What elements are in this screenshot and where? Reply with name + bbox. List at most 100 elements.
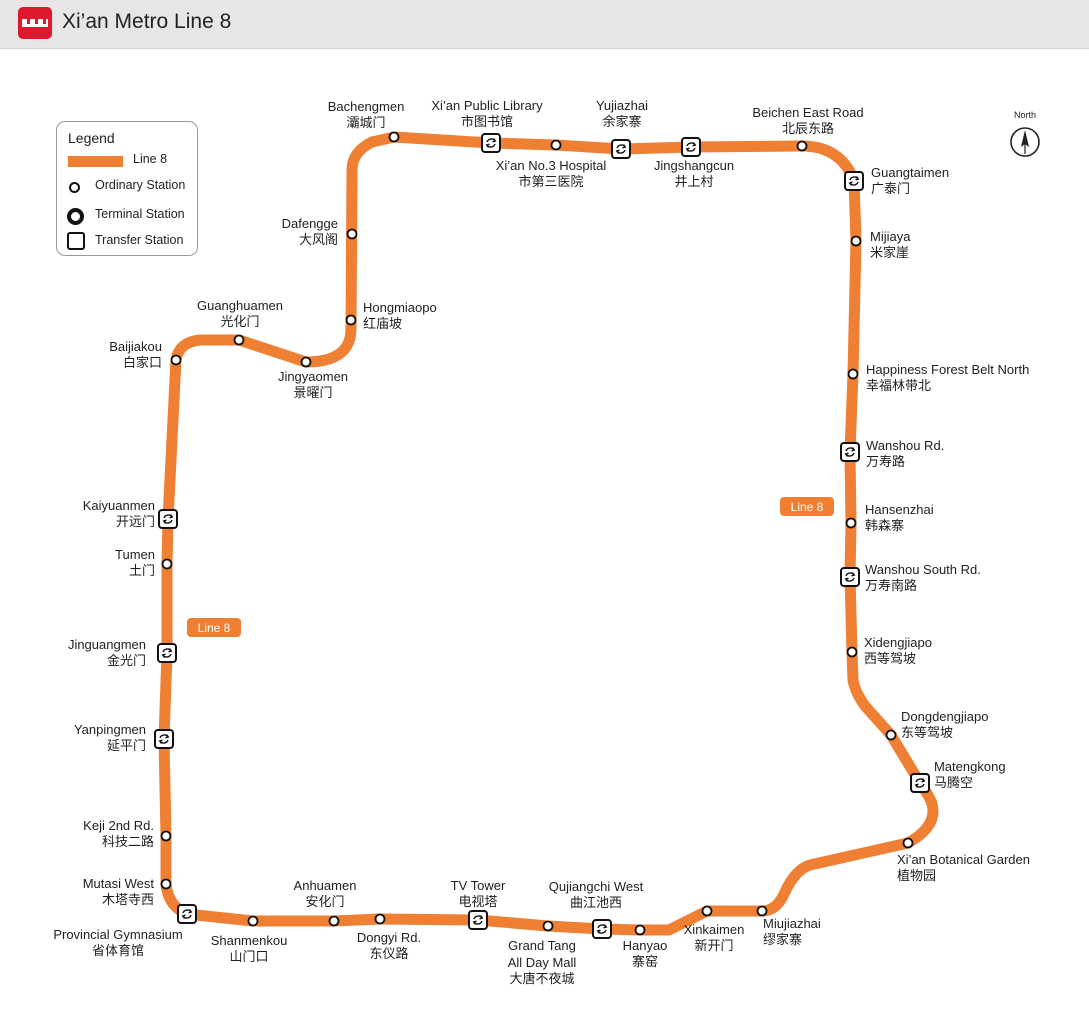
station-hansenzhai-marker[interactable]: [845, 517, 857, 529]
station-grand-tang-all-day-mall-marker[interactable]: [542, 920, 554, 932]
compass: North: [1008, 110, 1042, 160]
station-label-wanshou-rd: Wanshou Rd.万寿路: [866, 438, 944, 469]
line-8-badge: Line 8: [187, 618, 241, 637]
station-keji-2nd-rd-marker[interactable]: [160, 830, 172, 842]
station-label-wanshou-south-rd: Wanshou South Rd.万寿南路: [865, 562, 981, 593]
station-bachengmen-marker[interactable]: [388, 131, 400, 143]
legend-item-label: Transfer Station: [95, 233, 184, 247]
station-xinkaimen-marker[interactable]: [701, 905, 713, 917]
station-tumen-marker[interactable]: [161, 558, 173, 570]
station-mijiaya-marker[interactable]: [850, 235, 862, 247]
transfer-station-yujiazhai-icon[interactable]: [611, 139, 631, 159]
station-dongdengjiapo-marker[interactable]: [885, 729, 897, 741]
legend-item-ordinary: Ordinary Station: [57, 174, 197, 196]
station-miujiazhai-marker[interactable]: [756, 905, 768, 917]
station-dongyi-rd-marker[interactable]: [374, 913, 386, 925]
station-label-keji-2nd-rd: Keji 2nd Rd.科技二路: [83, 818, 154, 849]
line-8-badge: Line 8: [780, 497, 834, 516]
transfer-station-jingshangcun-icon[interactable]: [681, 137, 701, 157]
legend-title: Legend: [68, 130, 115, 146]
station-shanmenkou-marker[interactable]: [247, 915, 259, 927]
line-8-route: [158, 131, 939, 936]
ordinary-station-icon: [69, 182, 80, 193]
legend-item-line: Line 8: [57, 148, 197, 170]
station-beichen-east-road-marker[interactable]: [796, 140, 808, 152]
station-hongmiaopo-marker[interactable]: [345, 314, 357, 326]
station-guanghuamen-marker[interactable]: [233, 334, 245, 346]
station-mutasi-west-marker[interactable]: [160, 878, 172, 890]
transfer-station-kaiyuanmen-icon[interactable]: [158, 509, 178, 529]
svg-text:Line 8: Line 8: [198, 621, 231, 635]
legend-item-transfer: Transfer Station: [57, 229, 197, 251]
xian-metro-logo-icon: [18, 7, 52, 39]
station-xidengjiapo-marker[interactable]: [846, 646, 858, 658]
page-title: Xi’an Metro Line 8: [62, 10, 232, 33]
transfer-station-provincial-gymnasium-icon[interactable]: [177, 904, 197, 924]
transfer-station-wanshou-south-rd-icon[interactable]: [840, 567, 860, 587]
station-anhuamen-marker[interactable]: [328, 915, 340, 927]
line-badges-layer: Line 8 Line 8: [187, 497, 834, 637]
stations-layer: [154, 131, 930, 939]
legend: Legend Line 8 Ordinary Station Terminal …: [56, 121, 198, 256]
station-hanyao-marker[interactable]: [634, 924, 646, 936]
station-dafengge-marker[interactable]: [346, 228, 358, 240]
transfer-station-jinguangmen-icon[interactable]: [157, 643, 177, 663]
transfer-station-xi-an-public-library-icon[interactable]: [481, 133, 501, 153]
transfer-station-tv-tower-icon[interactable]: [468, 910, 488, 930]
transfer-station-wanshou-rd-icon[interactable]: [840, 442, 860, 462]
compass-label: North: [1013, 110, 1036, 120]
transfer-station-guangtaimen-icon[interactable]: [844, 171, 864, 191]
transfer-station-matengkong-icon[interactable]: [910, 773, 930, 793]
station-xi-an-botanical-garden-marker[interactable]: [902, 837, 914, 849]
legend-item-label: Terminal Station: [95, 207, 185, 221]
transfer-station-yanpingmen-icon[interactable]: [154, 729, 174, 749]
header-bar: Xi’an Metro Line 8: [0, 0, 1089, 49]
station-label-dongyi-rd: Dongyi Rd.东仪路: [357, 930, 421, 961]
line-swatch-icon: [68, 156, 123, 167]
legend-item-label: Ordinary Station: [95, 178, 186, 192]
station-jingyaomen-marker[interactable]: [300, 356, 312, 368]
station-baijiakou-marker[interactable]: [170, 354, 182, 366]
svg-text:Line 8: Line 8: [791, 500, 824, 514]
north-arrow-icon: [1010, 127, 1040, 157]
transfer-station-qujiangchi-west-icon[interactable]: [592, 919, 612, 939]
station-xi-an-no-3-hospital-marker[interactable]: [550, 139, 562, 151]
legend-item-terminal: Terminal Station: [57, 203, 197, 225]
station-happiness-forest-belt-north-marker[interactable]: [847, 368, 859, 380]
legend-item-label: Line 8: [133, 152, 168, 166]
